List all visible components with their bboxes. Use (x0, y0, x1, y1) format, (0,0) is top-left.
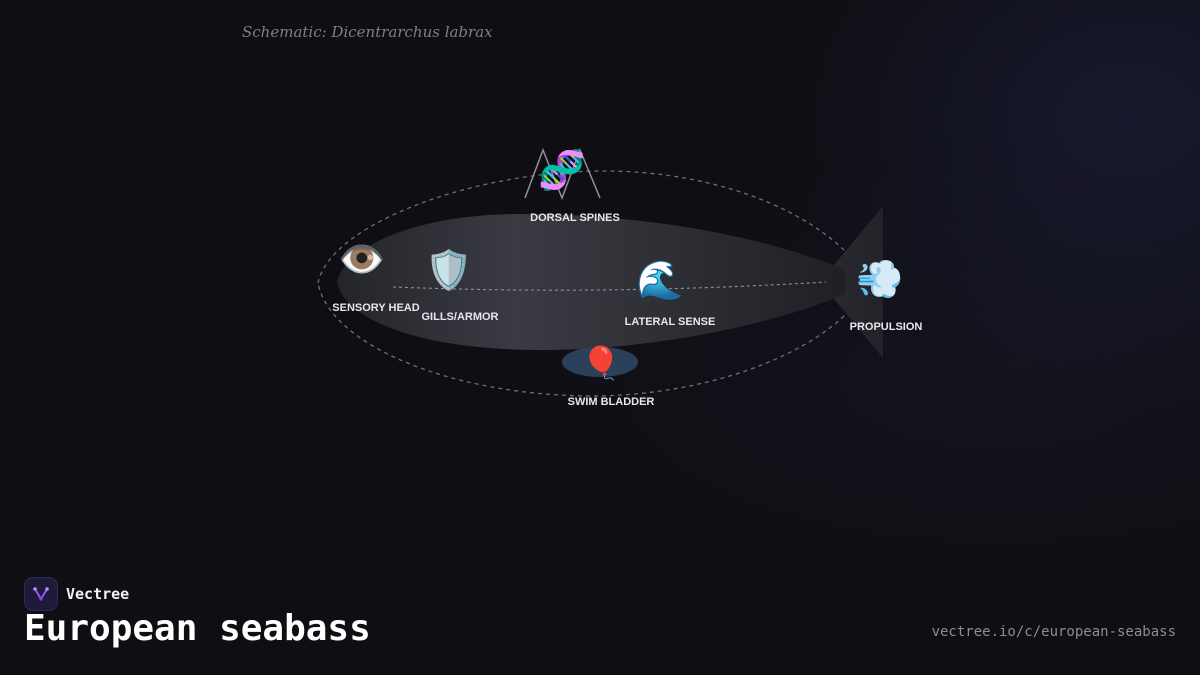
brand: Vectree (24, 577, 129, 611)
fish-body (337, 214, 845, 350)
swim-bladder-shape (562, 347, 638, 377)
shield-icon: 🛡️ (425, 248, 472, 292)
label-sensory-head: SENSORY HEAD (332, 302, 419, 314)
vectree-logo-mark (33, 587, 49, 601)
page-url: vectree.io/c/european-seabass (931, 624, 1176, 640)
balloon-icon: 🎈 (581, 344, 621, 382)
brand-name: Vectree (66, 585, 130, 603)
diagram-caption: Schematic: Dicentrarchus labrax (242, 23, 493, 41)
lateral-line (392, 281, 827, 291)
vectree-logo-icon (24, 577, 58, 611)
tail-fin (820, 206, 883, 358)
eye-icon: 👁️ (338, 237, 385, 281)
wave-icon: 🌊 (636, 258, 683, 302)
dorsal-spine-lines (524, 147, 601, 201)
label-dorsal-spines: DORSAL SPINES (530, 212, 620, 224)
label-gills-armor: GILLS/ARMOR (422, 311, 499, 323)
label-propulsion: PROPULSION (850, 321, 923, 333)
label-swim-bladder: SWIM BLADDER (568, 396, 655, 408)
dash-icon: 💨 (856, 257, 903, 301)
dna-icon: 🧬 (538, 147, 585, 193)
page-title: European seabass (24, 608, 371, 649)
label-lateral-sense: LATERAL SENSE (625, 316, 716, 328)
